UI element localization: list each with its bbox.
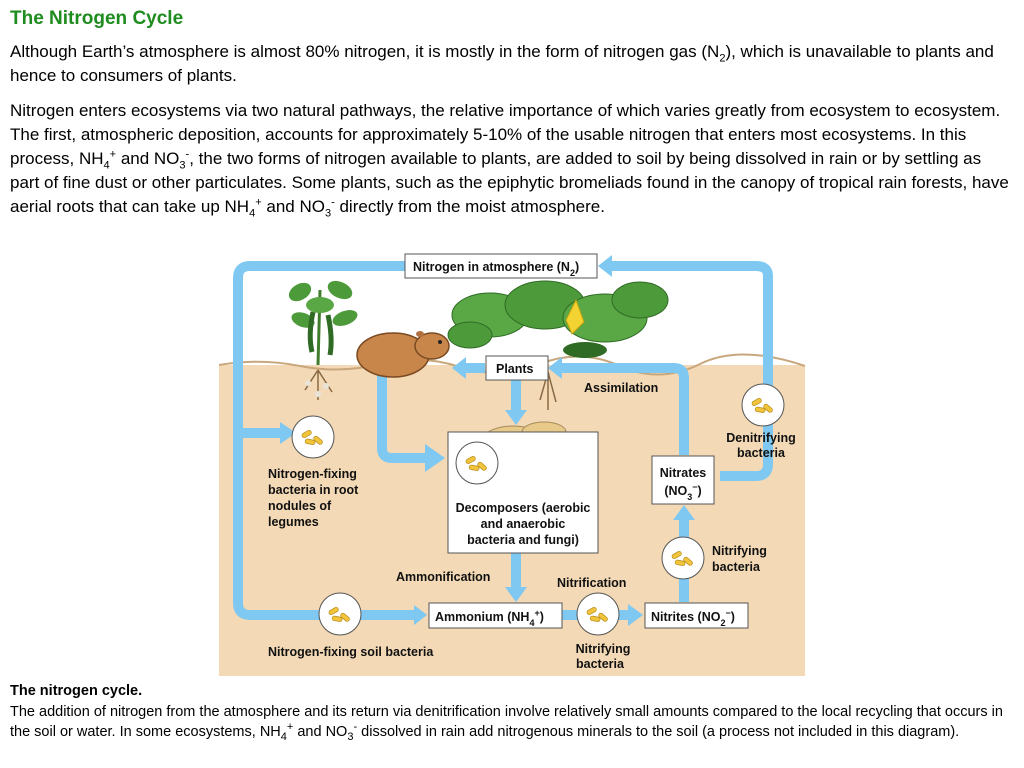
plants-box: Plants [485,355,549,381]
gopher-icon [356,331,450,378]
remains-arrow [377,370,425,463]
squash-plant-icon [447,280,669,410]
nitrifying-bacteria-right-label: Nitrifying bacteria [712,544,767,574]
bacteria-icon [661,536,705,580]
ammonification-label: Ammonification [396,570,490,584]
bacteria-icon [318,592,362,636]
denitrifying-bacteria-label: Denitrifying bacteria [726,431,795,460]
assimilation-label: Assimilation [584,381,658,395]
bacteria-icon [576,592,620,636]
intro-paragraph: Although Earth’s atmosphere is almost 80… [10,42,994,85]
nitrites-box: Nitrites (NO2−) [644,602,749,629]
nitrification-label: Nitrification [557,576,626,590]
assimilation-arrow [562,363,689,455]
svg-text:Nitrifying: Nitrifying [712,544,767,558]
page-title: The Nitrogen Cycle [10,8,184,29]
caption-text: The addition of nitrogen from the atmosp… [10,704,1003,743]
bacteria-icon [455,441,499,485]
svg-text:and anaerobic: and anaerobic [481,517,566,531]
caption-title: The nitrogen cycle. [10,683,143,699]
bacteria-icon [741,383,785,427]
svg-text:bacteria: bacteria [576,657,625,671]
svg-text:bacteria and fungi): bacteria and fungi) [467,533,579,547]
svg-text:Nitrogen in atmosphere (N2): Nitrogen in atmosphere (N2) [413,260,579,278]
denitrification-arrow [612,261,773,481]
svg-text:Decomposers (aerobic: Decomposers (aerobic [456,501,591,515]
soil-bacteria-label: Nitrogen-fixing soil bacteria [268,645,434,659]
svg-text:legumes: legumes [268,515,319,529]
bacteria-icon [291,415,335,459]
svg-text:Nitrates: Nitrates [660,466,707,480]
svg-text:Nitrogen-fixing: Nitrogen-fixing [268,467,357,481]
svg-text:bacteria: bacteria [737,446,786,460]
svg-text:Nitrites (NO2−): Nitrites (NO2−) [651,608,735,628]
svg-text:nodules of: nodules of [268,499,332,513]
nitrifying-bacteria-bottom-label: Nitrifying bacteria [576,642,631,671]
svg-text:Ammonium (NH4+): Ammonium (NH4+) [435,608,544,628]
svg-text:bacteria: bacteria [712,560,761,574]
nodule-bacteria-label: Nitrogen-fixing bacteria in root nodules… [268,467,359,529]
svg-text:Denitrifying: Denitrifying [726,431,795,445]
pathways-paragraph: Nitrogen enters ecosystems via two natur… [10,101,1009,220]
atmosphere-box: Nitrogen in atmosphere (N2) [404,253,598,279]
svg-text:(NO3−): (NO3−) [664,482,701,502]
fixation-arrow [233,261,414,620]
svg-text:Plants: Plants [496,362,534,376]
svg-text:Nitrifying: Nitrifying [576,642,631,656]
legume-plant-icon [288,280,358,400]
arrow-heads [280,255,695,626]
pathway-arrows [233,261,773,620]
nitrates-box: Nitrates (NO3−) [651,455,715,505]
ammonium-box: Ammonium (NH4+) [428,602,563,629]
svg-text:bacteria in root: bacteria in root [268,483,359,497]
